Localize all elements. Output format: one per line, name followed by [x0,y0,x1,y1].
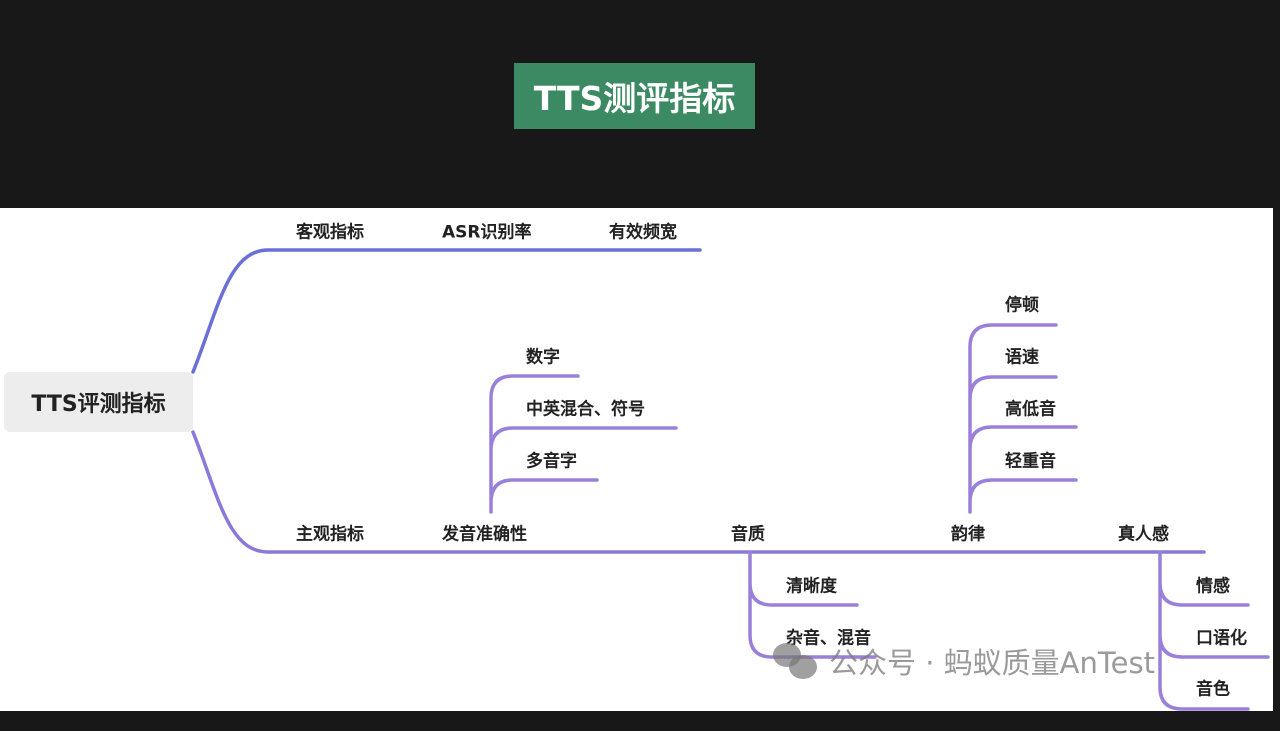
node-stress: 轻重音 [1005,451,1056,472]
node-colloquial: 口语化 [1196,628,1247,649]
node-subjective: 主观指标 [296,524,364,545]
node-objective: 客观指标 [296,222,364,243]
node-noise: 杂音、混音 [786,628,871,649]
watermark-text: 公众号 · 蚂蚁质量AnTest [829,646,1155,680]
branch-pronunciation [489,374,678,514]
node-quality: 音质 [731,524,765,545]
node-clarity: 清晰度 [786,576,837,597]
branch-objective [191,248,702,374]
node-pitch: 高低音 [1005,399,1056,420]
branch-quality [748,550,877,659]
node-realism: 真人感 [1118,524,1169,545]
node-polyphone: 多音字 [526,451,577,472]
node-bandwidth: 有效频宽 [609,222,677,243]
wechat-icon [773,641,819,681]
node-prosody: 韵律 [951,524,985,545]
node-numbers: 数字 [526,347,560,368]
node-speed: 语速 [1005,347,1039,368]
node-pronunciation: 发音准确性 [442,524,527,545]
watermark: 公众号 · 蚂蚁质量AnTest [773,640,1155,682]
root-node: TTS评测指标 [4,372,193,432]
branch-realism [1158,550,1270,711]
branch-subjective [191,430,1206,554]
page-title: TTS测评指标 [514,63,755,129]
node-mixed: 中英混合、符号 [526,399,645,420]
node-asr: ASR识别率 [442,222,532,243]
mindmap-canvas [0,208,1273,711]
node-emotion: 情感 [1196,576,1230,597]
node-pause: 停顿 [1005,295,1039,316]
node-timbre: 音色 [1196,679,1230,700]
branch-prosody [968,323,1078,514]
